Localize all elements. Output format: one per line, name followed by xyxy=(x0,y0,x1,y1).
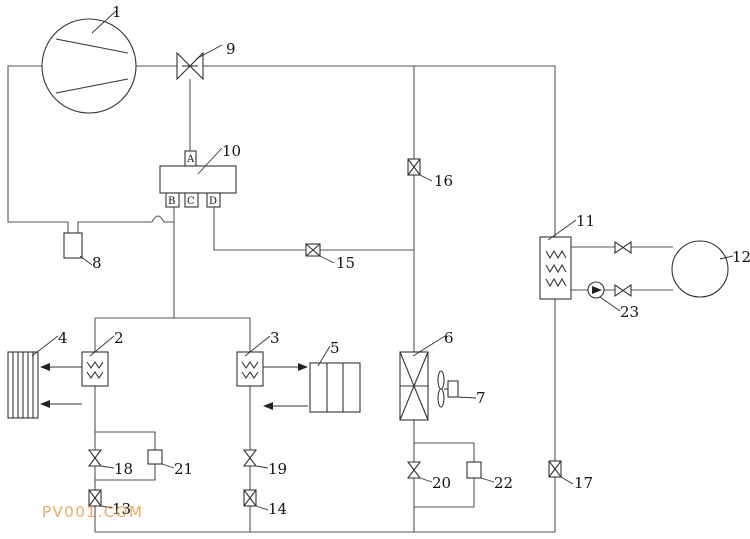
fan-7 xyxy=(437,370,459,408)
label-8: 8 xyxy=(92,254,102,272)
label-2: 2 xyxy=(114,329,124,347)
radiator-4 xyxy=(7,351,39,419)
compressor-1 xyxy=(41,18,137,114)
distributor-10 xyxy=(159,150,237,208)
label-9: 9 xyxy=(226,40,236,58)
four-way-valve-9 xyxy=(176,51,204,81)
heat-exchanger-3 xyxy=(236,351,264,387)
label-19: 19 xyxy=(268,460,287,478)
valve-14 xyxy=(243,489,257,507)
valve-12-upper xyxy=(614,240,632,255)
valve-16 xyxy=(407,158,421,176)
label-16: 16 xyxy=(434,172,453,190)
label-1: 1 xyxy=(112,3,122,21)
valve-20 xyxy=(406,461,422,479)
valve-12-lower xyxy=(614,283,632,298)
label-21: 21 xyxy=(174,460,193,478)
label-23: 23 xyxy=(620,303,639,321)
label-15: 15 xyxy=(336,254,355,272)
port-labels: A B C D xyxy=(168,154,217,207)
sensor-22 xyxy=(466,461,482,479)
port-a-label: A xyxy=(186,154,195,165)
label-22: 22 xyxy=(494,474,513,492)
label-17: 17 xyxy=(574,474,593,492)
airflow-arrows-left xyxy=(40,363,82,408)
label-18: 18 xyxy=(114,460,133,478)
accumulator-8 xyxy=(63,232,83,259)
valve-18 xyxy=(87,449,103,467)
port-b-label: B xyxy=(168,196,175,207)
label-4: 4 xyxy=(58,329,68,347)
airflow-arrows-right xyxy=(263,363,308,410)
condenser-6 xyxy=(399,351,429,421)
leader-lines xyxy=(31,10,734,511)
label-3: 3 xyxy=(270,329,280,347)
label-7: 7 xyxy=(476,389,486,407)
valve-19 xyxy=(242,449,258,467)
valve-17 xyxy=(548,460,562,478)
label-10: 10 xyxy=(222,142,241,160)
label-20: 20 xyxy=(432,474,451,492)
label-5: 5 xyxy=(330,339,340,357)
water-tank-12 xyxy=(671,240,729,298)
valve-13 xyxy=(88,489,102,507)
heat-exchanger-2 xyxy=(81,351,109,387)
heat-exchanger-11 xyxy=(539,236,572,300)
watermark-text: PV001.COM xyxy=(42,503,144,521)
port-c-label: C xyxy=(187,196,195,207)
pipe-network xyxy=(7,65,673,533)
port-d-label: D xyxy=(209,196,217,207)
label-13: 13 xyxy=(112,500,131,518)
pump-23 xyxy=(587,281,605,299)
valve-15 xyxy=(305,243,321,257)
label-12: 12 xyxy=(732,248,750,266)
cold-storage-5 xyxy=(309,362,361,413)
sensor-21 xyxy=(147,449,163,465)
label-11: 11 xyxy=(576,212,595,230)
label-6: 6 xyxy=(444,329,454,347)
component-labels: 1 9 10 16 11 12 15 8 23 4 2 3 5 6 7 18 2… xyxy=(58,3,750,518)
label-14: 14 xyxy=(268,500,287,518)
